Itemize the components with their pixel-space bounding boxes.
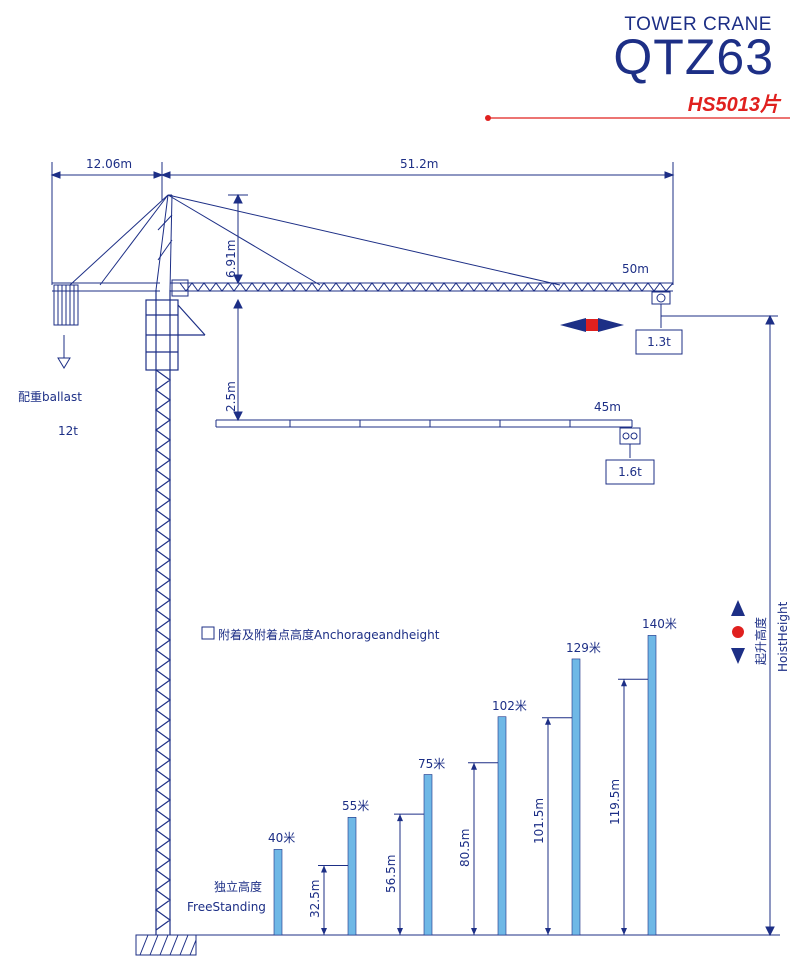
- jib-offset-label: 2.5m: [224, 381, 238, 412]
- anchor-arrow: [397, 928, 403, 935]
- anchor-height-label: 119.5m: [608, 779, 622, 826]
- anchor-height-label: 101.5m: [532, 798, 546, 845]
- header-code: HS5013片: [687, 94, 780, 116]
- freestanding-en: FreeStanding: [187, 900, 266, 914]
- tower-mast: [145, 290, 206, 935]
- column-height-label: 55米: [342, 799, 370, 814]
- anchorage-legend: 附着及附着点高度Anchorageandheight: [218, 628, 440, 642]
- tip-load-50m: 1.3t: [647, 335, 671, 349]
- header-subtitle: TOWER CRANE: [624, 14, 772, 35]
- max-radius-label: 50m: [622, 262, 649, 276]
- anchor-arrow: [321, 865, 327, 873]
- column-height-label: 102米: [492, 698, 527, 713]
- header-dot: [485, 115, 491, 121]
- ballast-label: 配重ballast: [18, 390, 82, 404]
- header-model: QTZ63: [613, 29, 774, 85]
- height-column: [423, 774, 433, 936]
- ballast-weight: 12t: [58, 424, 78, 438]
- counter-jib-length: 12.06m: [86, 157, 133, 171]
- anchor-arrow: [545, 717, 551, 725]
- anchor-arrow: [397, 814, 403, 822]
- hoist-height-en: HoistHeight: [776, 601, 790, 672]
- anchor-arrow: [321, 928, 327, 935]
- trolley-50m: [651, 291, 778, 328]
- height-column: [497, 716, 507, 936]
- load-box-50m: [635, 329, 683, 355]
- anchor-arrow: [471, 928, 477, 935]
- anchor-arrow: [545, 928, 551, 935]
- column-height-label: 40米: [268, 831, 296, 846]
- height-column: [347, 816, 357, 936]
- anchor-height-label: 56.5m: [384, 854, 398, 893]
- anchor-arrow: [471, 762, 477, 770]
- column-height-label: 75米: [418, 756, 446, 771]
- height-column: [647, 635, 657, 936]
- height-columns: [273, 635, 657, 936]
- trolley-arrows: [560, 318, 624, 332]
- jib-length: 51.2m: [400, 157, 439, 171]
- head-height-dim: [228, 193, 248, 422]
- height-column: [571, 658, 581, 936]
- legend-square: [201, 626, 215, 640]
- anchor-height-label: 32.5m: [308, 879, 322, 919]
- height-column: [273, 849, 283, 936]
- alt-radius-label: 45m: [594, 400, 621, 414]
- anchor-arrow: [621, 679, 627, 687]
- hoist-height-cn: 起升高度: [754, 616, 768, 665]
- counter-jib: [52, 282, 160, 369]
- freestanding-cn: 独立高度: [214, 880, 263, 894]
- anchor-arrow: [621, 928, 627, 935]
- tip-load-45m: 1.6t: [618, 465, 642, 479]
- column-height-label: 140米: [642, 617, 677, 632]
- hoist-height-dim: [765, 314, 775, 937]
- load-box-45m: [605, 459, 655, 485]
- column-height-label: 129米: [566, 640, 601, 655]
- top-dimensions: [50, 162, 675, 285]
- tower-head: [69, 194, 561, 291]
- jib: [170, 279, 674, 297]
- hoist-arrows: [731, 600, 745, 664]
- tower-base: [135, 934, 197, 956]
- tower-head-height-label: 6.91m: [224, 239, 238, 278]
- anchor-height-label: 80.5m: [458, 828, 472, 867]
- lower-jib: [215, 419, 641, 458]
